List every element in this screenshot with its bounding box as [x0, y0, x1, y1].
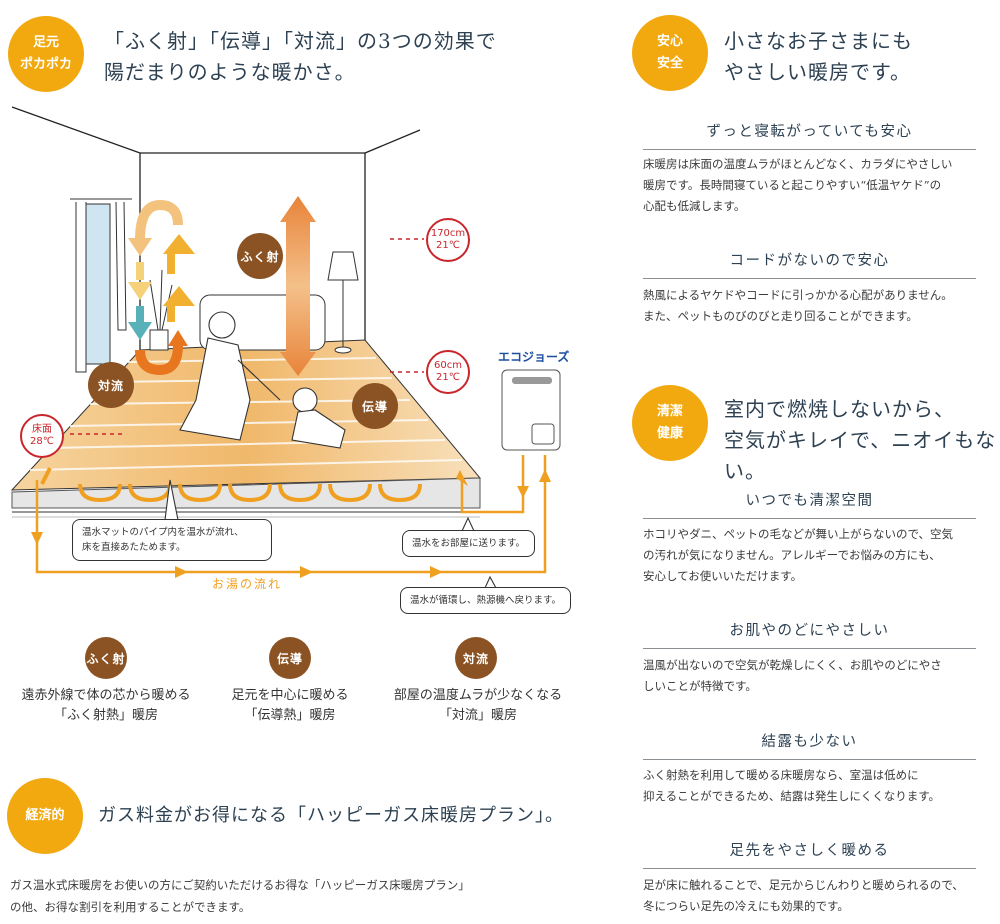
label-radiation: ふく射 [237, 233, 283, 279]
body-warm-toes: 足が床に触れることで、足元からじんわりと暖められるので、 冬につらい足先の冷えに… [643, 875, 983, 917]
temp-marker-60cm: 60cm 21℃ [426, 350, 470, 394]
effect-line1: 遠赤外線で体の芯から暖める [21, 688, 191, 703]
effect-badge-convection: 対流 [455, 637, 497, 679]
body-no-cord: 熱風によるヤケドやコードに引っかかる心配がありません。 また、ペットものびのびと… [643, 285, 983, 327]
subheading-less-condensation: 結露も少ない [643, 730, 976, 760]
effect-conduction-text: 足元を中心に暖める 「伝導熱」暖房 [214, 686, 366, 726]
effect-line2: 「ふく射熱」暖房 [53, 708, 158, 723]
badge-line1: 足元 [32, 35, 59, 50]
body-line: 床暖房は床面の温度ムラがほとんどなく、カラダにやさしい [643, 157, 953, 171]
plant [149, 269, 173, 351]
effect-badge-radiation: ふく射 [85, 637, 127, 679]
badge-line2: 健康 [656, 426, 683, 441]
body-line: また、ペットものびのびと走り回ることができます。 [643, 309, 918, 323]
badge-line1: 安心 [656, 34, 683, 49]
floor-lamp [327, 251, 359, 354]
headline-line1: 「ふく射」「伝導」「対流」の3つの効果で [104, 29, 497, 53]
badge-line2: 安全 [656, 56, 683, 71]
effect-convection-text: 部屋の温度ムラが少なくなる 「対流」暖房 [378, 686, 578, 726]
body-line: の汚れが気になりません。アレルギーでお悩みの方にも、 [643, 548, 941, 562]
subheading-warm-toes: 足先をやさしく暖める [643, 839, 976, 869]
body-always-clean: ホコリやダニ、ペットの毛などが舞い上がらないので、空気 の汚れが気になりません。… [643, 524, 983, 587]
radiation-arrow [280, 196, 316, 376]
flow-label: お湯の流れ [212, 577, 283, 591]
headline-line1: 室内で燃焼しないから、 [724, 397, 955, 421]
body-line: 冬につらい足先の冷えにも効果的です。 [643, 899, 849, 913]
clean-headline: 室内で燃焼しないから、 空気がキレイで、ニオイもない。 [724, 394, 1000, 487]
badge-line1: 清潔 [656, 404, 683, 419]
economy-headline: ガス料金がお得になる「ハッピーガス床暖房プラン」。 [98, 805, 564, 826]
body-line: 心配も低減します。 [643, 199, 746, 213]
mother-and-baby [179, 311, 346, 449]
body-line: 足が床に触れることで、足元からじんわりと暖められるので、 [643, 878, 964, 892]
badge-line1: 経済的 [25, 808, 65, 823]
body-line: ふく射熱を利用して暖める床暖房なら、室温は低めに [643, 768, 919, 782]
badge-clean: 清潔 健康 [632, 385, 708, 461]
economy-body-line1: ガス温水式床暖房をお使いの方にご契約いただけるお得な「ハッピーガス床暖房プラン」 [10, 878, 470, 892]
subheading-always-clean: いつでも清潔空間 [643, 489, 976, 519]
effect-line1: 足元を中心に暖める [231, 688, 349, 703]
badge-safety: 安心 安全 [632, 15, 708, 91]
headline-line2: 陽だまりのような暖かさ。 [104, 60, 356, 84]
body-skin-throat: 温風が出ないので空気が乾燥しにくく、お肌やのどにやさ しいことが特徴です。 [643, 655, 983, 697]
hot-water-flow [35, 455, 547, 574]
effect-line2: 「伝導熱」暖房 [244, 708, 336, 723]
callout-line1: 温水マットのパイプ内を温水が流れ、 [82, 527, 244, 538]
convection-arrows [128, 199, 195, 376]
body-line: 暖房です。長時間寝ていると起こりやすい“低温ヤケド”の [643, 178, 942, 192]
label-convection: 対流 [88, 362, 134, 408]
callout-return-water: 温水が循環し、熱源機へ戻ります。 [400, 587, 572, 614]
headline-line2: 空気がキレイで、ニオイもない。 [724, 428, 997, 483]
headline-line1: 小さなお子さまにも [724, 29, 913, 53]
badge-line2: ポカポカ [19, 57, 72, 72]
temp-height: 床面 [32, 424, 52, 435]
callout-hot-water-mat: 温水マットのパイプ内を温水が流れ、 床を直接あたためます。 [72, 519, 272, 561]
subheading-lying-safe: ずっと寝転がっていても安心 [643, 120, 976, 150]
temp-height: 60cm [434, 360, 462, 371]
body-line: 熱風によるヤケドやコードに引っかかる心配がありません。 [643, 288, 953, 302]
temp-value: 21℃ [436, 240, 460, 251]
effect-line1: 部屋の温度ムラが少なくなる [393, 688, 563, 703]
warmth-headline: 「ふく射」「伝導」「対流」の3つの効果で 陽だまりのような暖かさ。 [104, 26, 497, 88]
boiler-name: エコジョーズ [498, 350, 570, 364]
temp-marker-floor: 床面 28℃ [20, 414, 64, 458]
body-less-condensation: ふく射熱を利用して暖める床暖房なら、室温は低めに 抑えることができるため、結露は… [643, 765, 983, 807]
badge-ashimoto-pokapoka: 足元 ポカポカ [8, 16, 84, 92]
window-curtain [70, 198, 132, 373]
label-conduction: 伝導 [352, 383, 398, 429]
temp-value: 28℃ [30, 436, 54, 447]
subheading-no-cord: コードがないので安心 [643, 249, 976, 279]
effect-line2: 「対流」暖房 [438, 708, 517, 723]
temp-value: 21℃ [436, 372, 460, 383]
callout-send-water: 温水をお部屋に送ります。 [402, 530, 536, 557]
boiler-unit [501, 369, 561, 451]
body-lying-safe: 床暖房は床面の温度ムラがほとんどなく、カラダにやさしい 暖房です。長時間寝ている… [643, 154, 983, 217]
body-line: 抑えることができるため、結露は発生しにくくなります。 [643, 789, 941, 803]
economy-body-line2: の他、お得な割引を利用することができます。 [10, 900, 251, 914]
effect-radiation-text: 遠赤外線で体の芯から暖める 「ふく射熱」暖房 [0, 686, 212, 726]
body-line: 温風が出ないので空気が乾燥しにくく、お肌やのどにやさ [643, 658, 942, 672]
temp-marker-170cm: 170cm 21℃ [426, 218, 470, 262]
body-line: しいことが特徴です。 [643, 679, 757, 693]
headline-line2: やさしい暖房です。 [724, 60, 911, 84]
safety-headline: 小さなお子さまにも やさしい暖房です。 [724, 26, 913, 88]
temp-height: 170cm [430, 228, 466, 239]
body-line: 安心してお使いいただけます。 [643, 569, 803, 583]
body-line: ホコリやダニ、ペットの毛などが舞い上がらないので、空気 [643, 527, 954, 541]
economy-body: ガス温水式床暖房をお使いの方にご契約いただけるお得な「ハッピーガス床暖房プラン」… [10, 874, 610, 918]
effect-badge-conduction: 伝導 [269, 637, 311, 679]
callout-line2: 床を直接あたためます。 [82, 542, 186, 553]
badge-economy: 経済的 [7, 778, 83, 854]
subheading-skin-throat: お肌やのどにやさしい [643, 619, 976, 649]
